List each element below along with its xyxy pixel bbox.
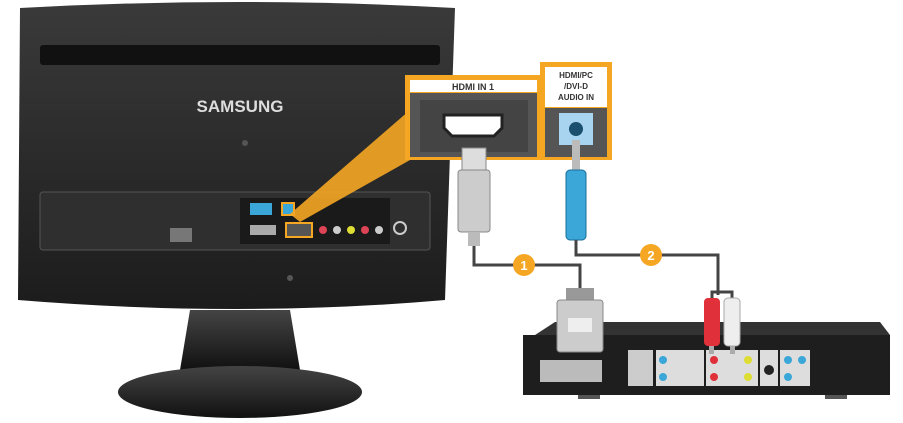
- hdmi-cable: [457, 147, 582, 290]
- audio-port-label-1: HDMI/PC: [559, 71, 593, 80]
- brand-logo: SAMSUNG: [197, 97, 284, 116]
- kensington-lock: [170, 228, 192, 242]
- step-badge-2: 2: [640, 244, 662, 266]
- step-badge-1: 1: [513, 254, 535, 276]
- audio-port-label-2: /DVI-D: [564, 82, 588, 91]
- dvi-connector: [556, 288, 604, 353]
- audio-cable: [565, 140, 734, 298]
- svg-text:1: 1: [520, 258, 527, 273]
- rca-plugs: [704, 297, 741, 354]
- stand-neck: [180, 310, 300, 370]
- hdmi-port-icon: [442, 113, 504, 138]
- monitor-back: SAMSUNG: [18, 2, 455, 418]
- hdmi-port-label: HDMI IN 1: [452, 82, 494, 92]
- dvi-port: [540, 360, 602, 382]
- svg-text:2: 2: [647, 248, 654, 263]
- audio-port-label-3: AUDIO IN: [558, 93, 594, 102]
- vent-slot: [40, 45, 440, 65]
- port-callout: HDMI IN 1 HDMI/PC /DVI-D AUDIO IN: [290, 62, 612, 222]
- audio-jack-icon: [569, 122, 583, 136]
- stand-base: [118, 366, 362, 418]
